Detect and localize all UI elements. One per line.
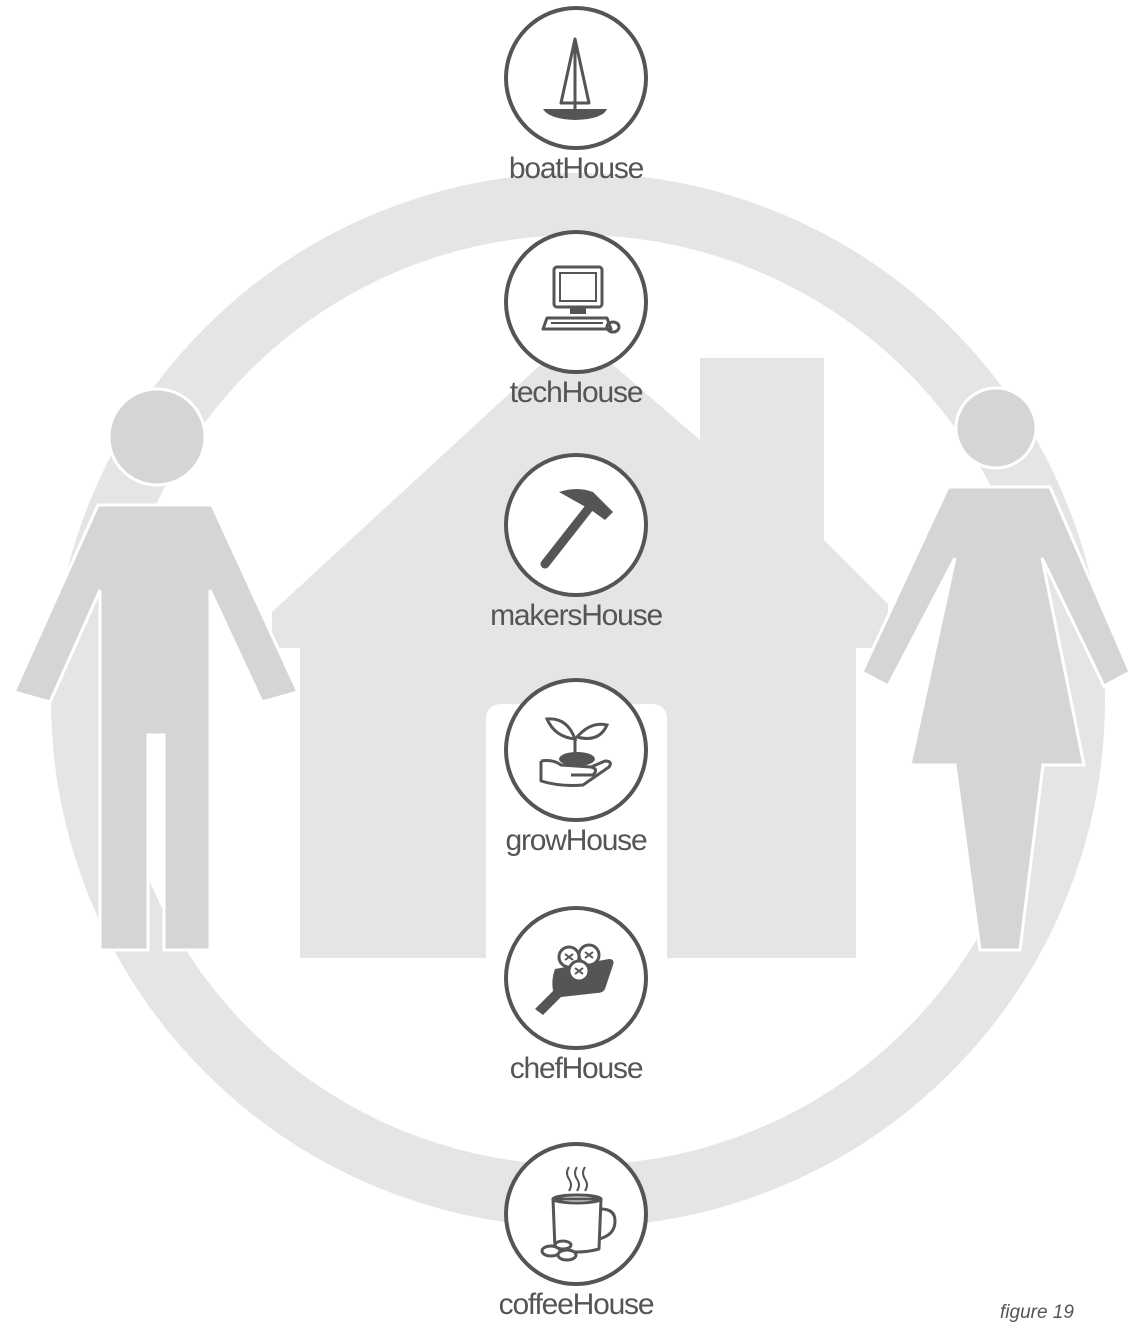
computer-icon	[541, 265, 621, 334]
house-label-tech: techHouse	[509, 376, 644, 409]
boat-badge	[504, 6, 648, 150]
seedling-in-hand-icon	[539, 717, 612, 787]
man-figure	[11, 387, 301, 952]
house-shape	[272, 358, 888, 958]
house-item-coffee: coffeeHouse	[445, 1142, 707, 1323]
house-item-boat: boatHouse	[445, 6, 707, 187]
chef-badge	[504, 906, 648, 1050]
house-label-makers: makersHouse	[490, 599, 663, 632]
house-item-makers: makersHouse	[445, 453, 707, 634]
house-item-grow: growHouse	[445, 678, 707, 859]
tech-badge	[504, 230, 648, 374]
house-label-coffee: coffeeHouse	[498, 1288, 655, 1321]
figure-caption: figure 19	[1000, 1302, 1074, 1323]
coffee-mug-icon	[540, 1166, 617, 1262]
house-label-boat: boatHouse	[508, 152, 645, 185]
house-item-tech: techHouse	[445, 230, 707, 411]
sailboat-icon	[543, 37, 607, 120]
house-label-chef: chefHouse	[509, 1052, 644, 1085]
woman-figure	[860, 386, 1131, 952]
grow-badge	[504, 678, 648, 822]
house-item-chef: chefHouse	[445, 906, 707, 1087]
hammer-icon	[540, 489, 613, 569]
makers-badge	[504, 453, 648, 597]
coffee-badge	[504, 1142, 648, 1286]
bread-board-icon	[535, 943, 614, 1015]
house-label-grow: growHouse	[505, 824, 648, 857]
